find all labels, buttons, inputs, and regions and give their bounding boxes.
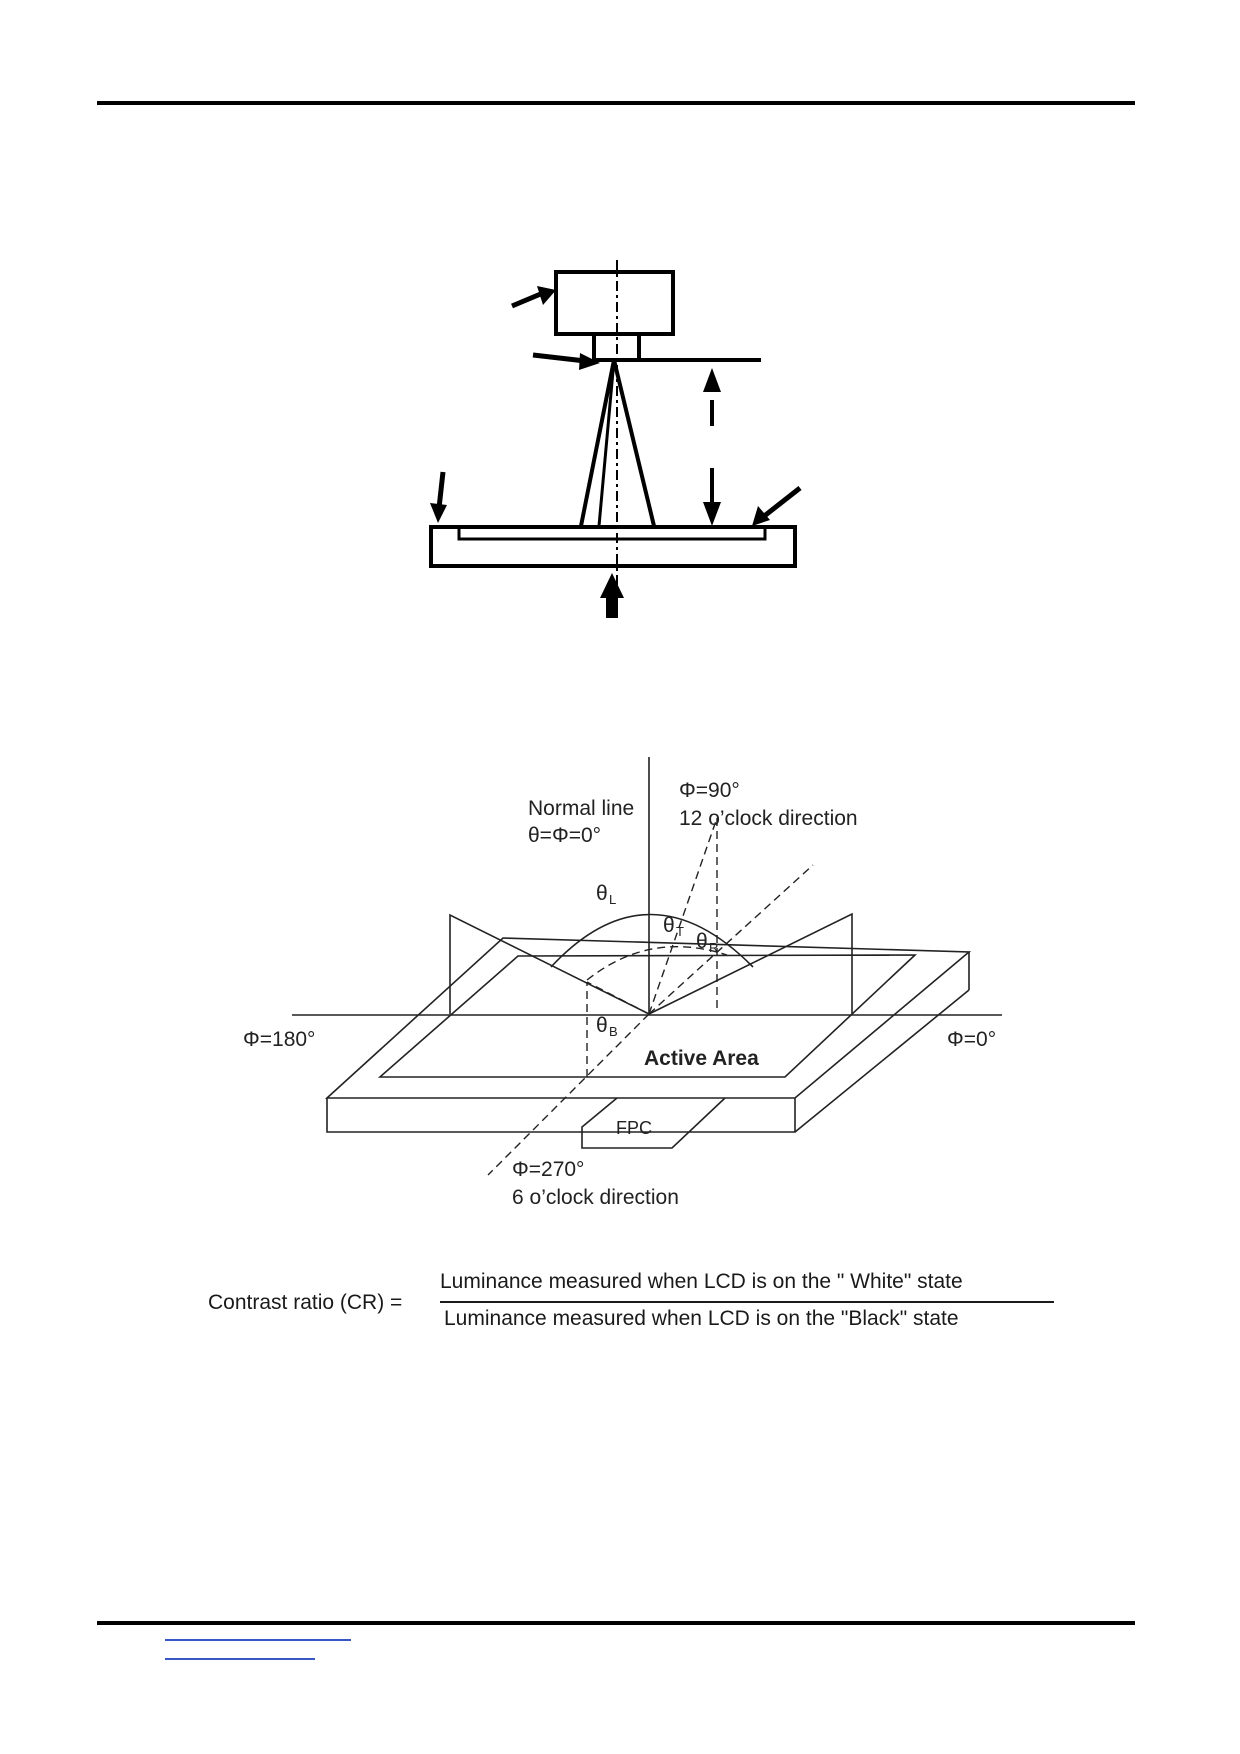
dashed-line-bottom <box>487 1013 650 1176</box>
theta-r-subscript: R <box>709 940 718 955</box>
fraction-bar <box>440 1301 1054 1303</box>
footer-link-1[interactable] <box>165 1639 351 1641</box>
theta-t-subscript: T <box>676 924 684 939</box>
left-view-triangle <box>449 913 650 1015</box>
footer-link-2[interactable] <box>165 1658 315 1660</box>
active-area-outline <box>377 954 918 1078</box>
formula-numerator: Luminance measured when LCD is on the " … <box>440 1270 963 1293</box>
formula-lhs: Contrast ratio (CR) = <box>208 1291 403 1314</box>
panel-front-edge <box>326 1098 796 1133</box>
fpc-outline <box>581 1097 726 1149</box>
phi-90-label: Φ=90° <box>679 779 740 802</box>
theta-r-symbol: θ <box>696 930 708 953</box>
theta-t-symbol: θ <box>663 914 675 937</box>
theta-l-subscript: L <box>609 892 616 907</box>
formula-denominator: Luminance measured when LCD is on the "B… <box>444 1307 959 1330</box>
phi-0-label: Φ=0° <box>947 1028 996 1051</box>
dashed-line-right <box>648 864 814 1015</box>
normal-line-equation: θ=Φ=0° <box>528 824 601 847</box>
panel-top-face <box>324 937 972 1099</box>
fpc-label: FPC <box>616 1118 652 1138</box>
normal-line-label: Normal line <box>528 797 634 820</box>
theta-b-symbol: θ <box>596 1014 608 1037</box>
six-oclock-label: 6 o’clock direction <box>512 1186 679 1209</box>
phi-180-label: Φ=180° <box>243 1028 315 1051</box>
dashed-line-top <box>648 817 718 1015</box>
theta-tb-arc <box>586 946 728 981</box>
active-area-label: Active Area <box>644 1047 759 1070</box>
phi-270-label: Φ=270° <box>512 1158 584 1181</box>
dashed-bottom-link <box>586 981 650 1015</box>
twelve-oclock-label: 12 o’clock direction <box>679 807 858 830</box>
header-rule <box>97 101 1135 105</box>
panel-side-bottom <box>794 989 970 1133</box>
theta-l-symbol: θ <box>596 882 608 905</box>
footer-rule <box>97 1621 1135 1625</box>
theta-b-subscript: B <box>609 1024 618 1039</box>
